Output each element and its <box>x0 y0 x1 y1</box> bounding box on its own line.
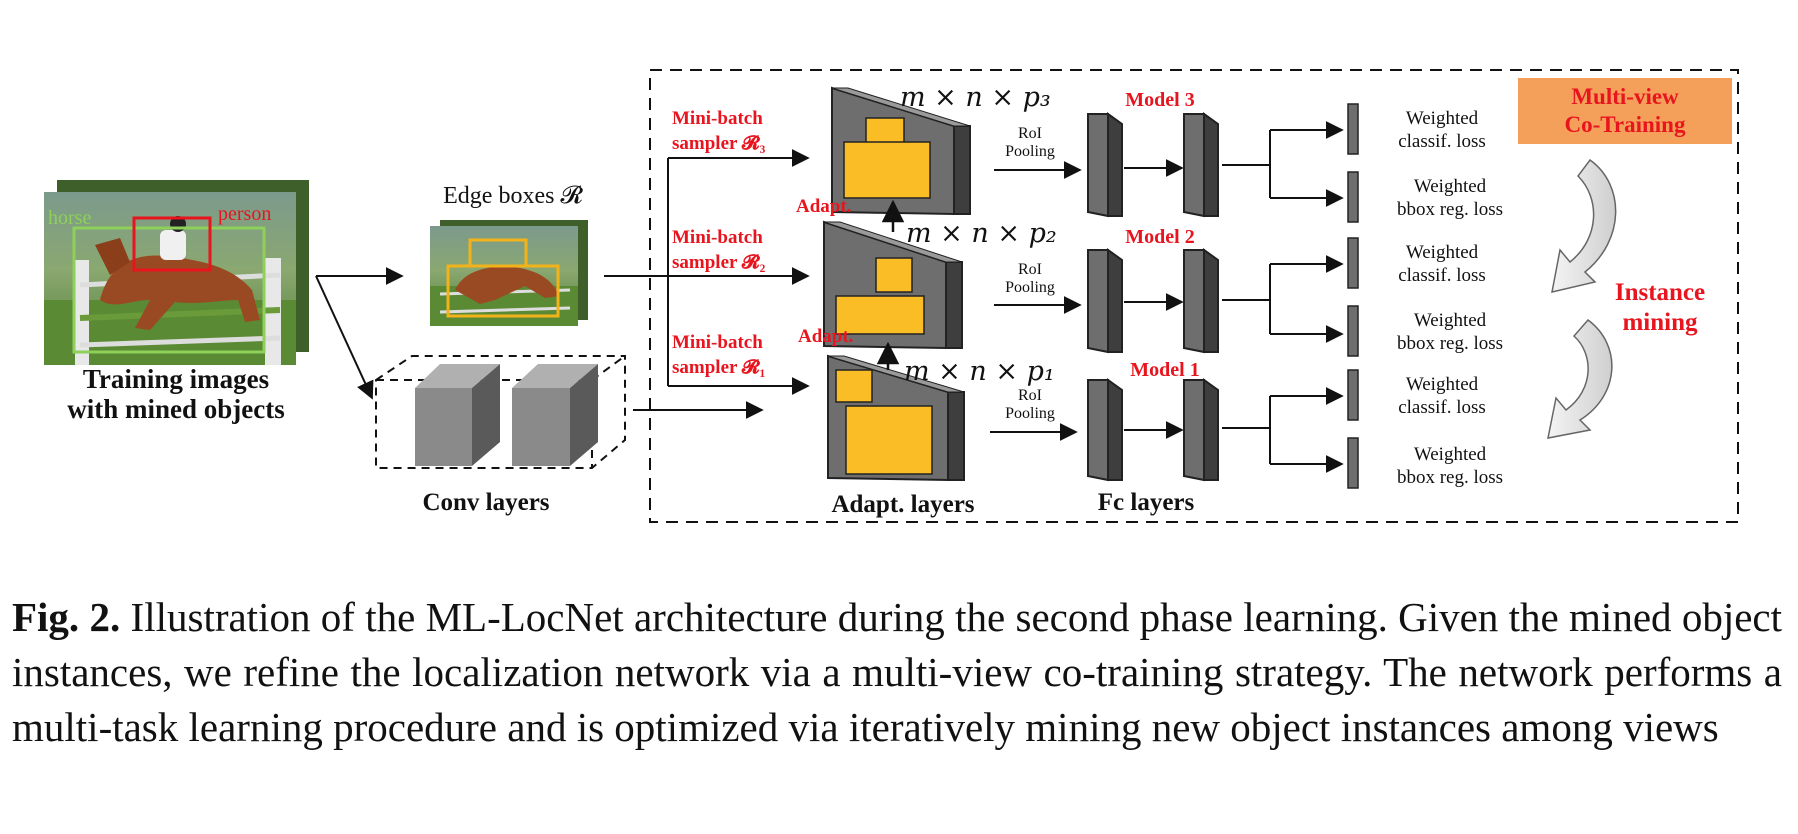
adapt-slab-2 <box>823 220 963 350</box>
roi-pooling-2: RoI Pooling <box>994 261 1082 314</box>
sampler-3-line1: Mini-batch <box>672 108 763 129</box>
feature-size-2: m × n × p₂ <box>906 218 1057 249</box>
loss-reg-1-line2: bbox reg. loss <box>1397 467 1503 488</box>
loss-reg-2-line2: bbox reg. loss <box>1397 333 1503 354</box>
caption-text: Illustration of the ML-LocNet architectu… <box>12 594 1783 750</box>
loss-cls-1-line1: Weighted <box>1406 374 1479 395</box>
loss-cls-3-line1: Weighted <box>1406 108 1479 129</box>
person-box-label: person <box>218 203 271 225</box>
adapt-slab-1 <box>827 354 965 482</box>
roi-pooling-1: RoI Pooling <box>990 387 1078 441</box>
feature-size-3: m × n × p₃ <box>900 82 1051 113</box>
caption-prefix: Fig. 2. <box>12 594 121 640</box>
sampler-1-line1: Mini-batch <box>672 332 763 353</box>
branch-model-3 <box>1222 121 1344 207</box>
fc-model-2 <box>1087 248 1219 354</box>
model-1-label: Model 1 <box>1130 359 1199 381</box>
figure-caption: Fig. 2. Illustration of the ML-LocNet ar… <box>12 590 1782 755</box>
fc-model-1 <box>1087 378 1219 482</box>
loss-bars <box>1347 103 1359 489</box>
roi-3-line2: Pooling <box>1005 143 1055 160</box>
loss-cls-1-line2: classif. loss <box>1398 397 1486 418</box>
instance-mining-line1: Instance <box>1615 279 1705 306</box>
loss-reg-3-line2: bbox reg. loss <box>1397 199 1503 220</box>
adapt-slab-3 <box>831 86 971 216</box>
conv-layers-label: Conv layers <box>422 489 549 516</box>
sampler-1-line2: sampler 𝓡₁ <box>672 357 765 378</box>
loss-cls-3-line2: classif. loss <box>1398 131 1486 152</box>
training-images: horse person <box>44 180 309 365</box>
roi-3-line1: RoI <box>1018 125 1042 142</box>
roi-2-line1: RoI <box>1018 261 1042 278</box>
cotraining-line1: Multi-view <box>1571 84 1679 109</box>
roi-2-line2: Pooling <box>1005 279 1055 296</box>
loss-reg-3-line1: Weighted <box>1414 176 1487 197</box>
training-label-line1: Training images <box>83 364 269 394</box>
instance-mining-arrows <box>1547 158 1617 439</box>
horse-box-label: horse <box>48 207 91 229</box>
feature-size-1: m × n × p₁ <box>904 356 1055 387</box>
ml-locnet-diagram: horse person Training images with mined … <box>44 69 1739 523</box>
sampler-3-line2: sampler 𝓡₃ <box>672 133 766 154</box>
loss-cls-2-line2: classif. loss <box>1398 265 1486 286</box>
sampler-2-line1: Mini-batch <box>672 227 763 248</box>
training-label-line2: with mined objects <box>67 394 285 424</box>
edge-boxes-image <box>430 220 588 326</box>
roi-1-line1: RoI <box>1018 387 1042 404</box>
adapt-arrow-label-upper: Adapt. <box>796 196 851 217</box>
loss-reg-1-line1: Weighted <box>1414 444 1487 465</box>
instance-mining-line2: mining <box>1622 309 1698 336</box>
adapt-layers-label: Adapt. layers <box>831 491 974 518</box>
model-2-label: Model 2 <box>1125 226 1194 248</box>
branch-model-1 <box>1222 387 1344 473</box>
sampler-2-line2: sampler 𝓡₂ <box>672 252 766 273</box>
edge-boxes-label: Edge boxes 𝓡 <box>443 183 583 209</box>
loss-reg-2-line1: Weighted <box>1414 310 1487 331</box>
fc-model-3 <box>1087 112 1219 218</box>
conv-block <box>375 355 626 469</box>
fc-layers-label: Fc layers <box>1098 489 1195 516</box>
ml-locnet-frame <box>649 69 1739 523</box>
cotraining-box <box>1518 78 1732 144</box>
cotraining-line2: Co-Training <box>1565 112 1686 137</box>
loss-cls-2-line1: Weighted <box>1406 242 1479 263</box>
model-3-label: Model 3 <box>1125 89 1194 111</box>
arrow-to-conv <box>315 275 374 400</box>
adapt-arrow-label-lower: Adapt. <box>798 326 853 347</box>
roi-pooling-3: RoI Pooling <box>994 125 1082 179</box>
branch-model-2 <box>1222 255 1344 343</box>
roi-1-line2: Pooling <box>1005 405 1055 422</box>
